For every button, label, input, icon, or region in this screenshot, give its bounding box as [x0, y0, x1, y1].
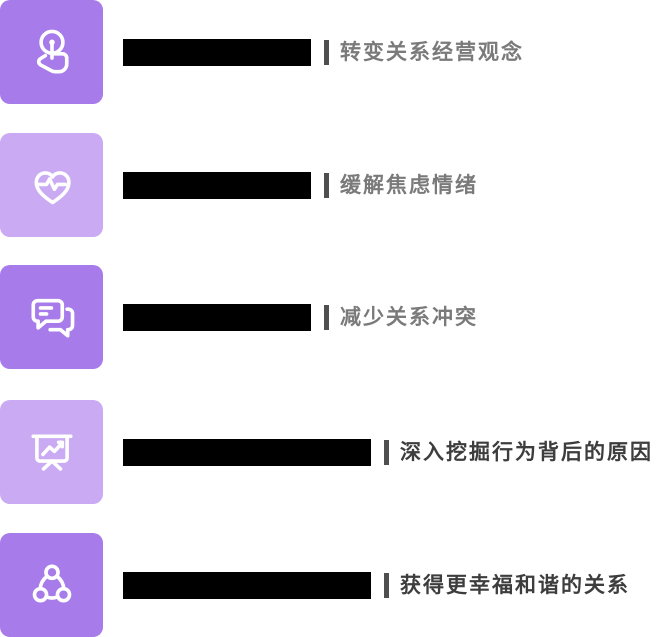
- heart-pulse-icon: [33, 171, 71, 205]
- chat-bubbles-icon: [30, 298, 74, 338]
- tap-click-icon: [36, 29, 69, 74]
- icon-tile: [0, 133, 103, 237]
- benefit-row: 获得更幸福和谐的关系: [0, 533, 671, 637]
- redacted-text-bar: [123, 171, 311, 199]
- benefit-row: 深入挖掘行为背后的原因: [0, 400, 671, 504]
- redacted-text-bar: [123, 38, 311, 66]
- benefit-row: 减少关系冲突: [0, 265, 671, 369]
- vertical-divider: [384, 572, 389, 598]
- icon-tile: [0, 533, 103, 637]
- benefit-label: 减少关系冲突: [340, 305, 478, 329]
- benefit-row: 转变关系经营观念: [0, 0, 671, 104]
- icon-tile: [0, 265, 103, 369]
- benefit-label: 深入挖掘行为背后的原因: [400, 440, 653, 464]
- vertical-divider: [324, 172, 329, 198]
- icon-tile: [0, 400, 103, 504]
- redacted-text-bar: [123, 303, 311, 331]
- team-circles-icon: [32, 564, 71, 603]
- vertical-divider: [384, 439, 389, 465]
- presentation-chart-icon: [30, 434, 73, 471]
- icon-tile: [0, 0, 103, 104]
- vertical-divider: [324, 39, 329, 65]
- benefit-label: 转变关系经营观念: [340, 40, 524, 64]
- benefit-label: 获得更幸福和谐的关系: [400, 573, 630, 597]
- redacted-text-bar: [123, 438, 371, 466]
- benefit-row: 缓解焦虑情绪: [0, 133, 671, 237]
- vertical-divider: [324, 304, 329, 330]
- benefit-label: 缓解焦虑情绪: [340, 173, 478, 197]
- redacted-text-bar: [123, 571, 371, 599]
